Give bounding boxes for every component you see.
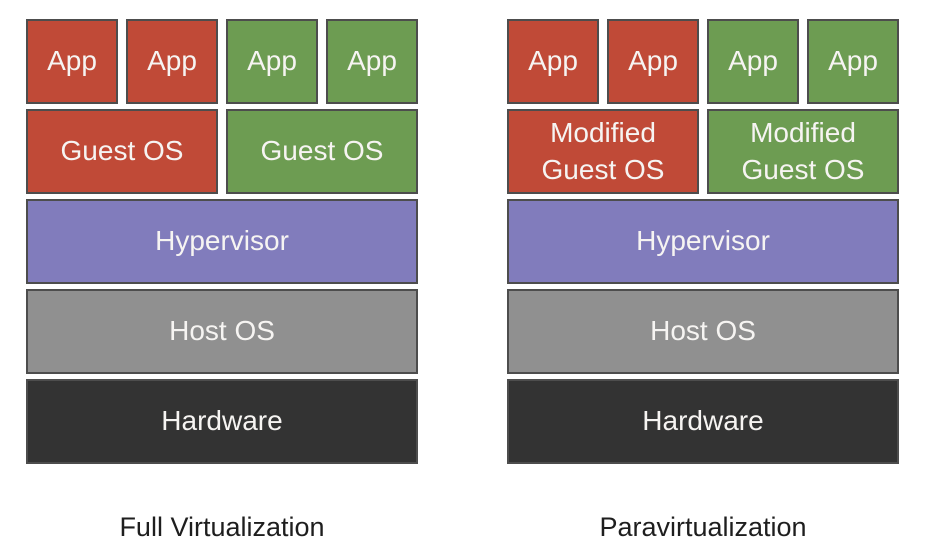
app-box: App <box>26 19 118 104</box>
modified-guest-os-box: Modified Guest OS <box>507 109 699 194</box>
app-box: App <box>807 19 899 104</box>
app-box: App <box>707 19 799 104</box>
hardware-box: Hardware <box>507 379 899 464</box>
app-row: App App App App <box>507 19 899 104</box>
guest-os-box: Guest OS <box>26 109 218 194</box>
modified-guest-os-box: Modified Guest OS <box>707 109 899 194</box>
full-virtualization-stack: App App App App Guest OS Guest OS Hyperv… <box>26 19 418 544</box>
hypervisor-box: Hypervisor <box>26 199 418 284</box>
app-box: App <box>126 19 218 104</box>
app-box: App <box>607 19 699 104</box>
app-row: App App App App <box>26 19 418 104</box>
app-box: App <box>226 19 318 104</box>
app-box: App <box>507 19 599 104</box>
app-box: App <box>326 19 418 104</box>
guest-os-box: Guest OS <box>226 109 418 194</box>
diagram-caption: Paravirtualization <box>599 512 807 542</box>
diagram-caption: Full Virtualization <box>119 512 325 542</box>
host-os-box: Host OS <box>507 289 899 374</box>
hypervisor-box: Hypervisor <box>507 199 899 284</box>
host-os-box: Host OS <box>26 289 418 374</box>
guest-os-row: Modified Guest OS Modified Guest OS <box>507 109 899 194</box>
guest-os-row: Guest OS Guest OS <box>26 109 418 194</box>
paravirtualization-stack: App App App App Modified Guest OS Modifi… <box>507 19 899 544</box>
hardware-box: Hardware <box>26 379 418 464</box>
